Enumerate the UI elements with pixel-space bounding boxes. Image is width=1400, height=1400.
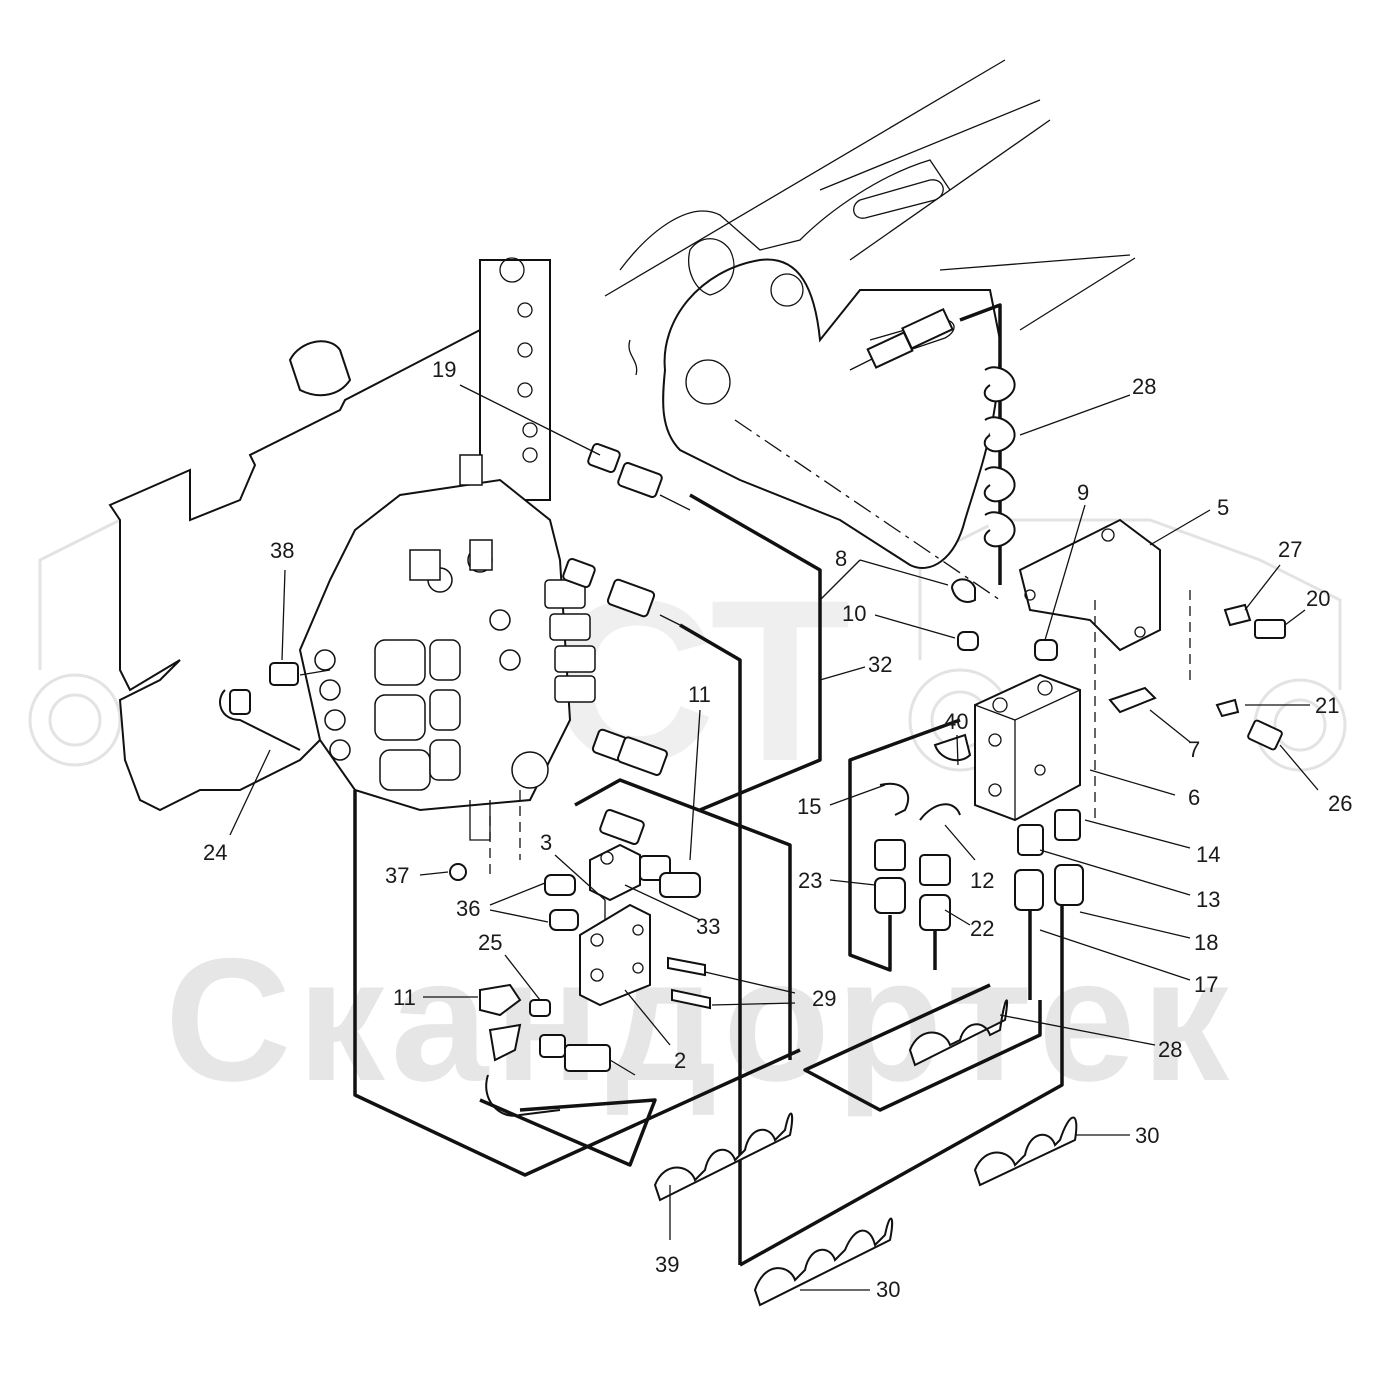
callout-25: 25 xyxy=(478,930,502,955)
callout-37: 37 xyxy=(385,863,409,888)
callout-36: 36 xyxy=(456,896,480,921)
callout-2: 2 xyxy=(674,1048,686,1073)
callout-15: 15 xyxy=(797,794,821,819)
callout-12: 12 xyxy=(970,868,994,893)
callout-24: 24 xyxy=(203,840,227,865)
callout-23: 23 xyxy=(798,868,822,893)
callout-17: 17 xyxy=(1194,972,1218,997)
callout-20: 20 xyxy=(1306,586,1330,611)
mounting-bracket xyxy=(108,257,551,812)
watermark: СТ Скандортек xyxy=(28,518,1347,1118)
callout-10: 10 xyxy=(842,601,866,626)
loader-boom xyxy=(604,59,1136,601)
callout-28: 28 xyxy=(1132,374,1156,399)
watermark-logo: СТ xyxy=(550,552,851,809)
control-valve-bank xyxy=(298,454,596,841)
callout-30: 30 xyxy=(1135,1123,1159,1148)
callout-30-lower: 30 xyxy=(876,1277,900,1302)
callout-27: 27 xyxy=(1278,537,1302,562)
callouts: 19 28 9 5 27 20 8 10 38 32 11 40 21 7 26… xyxy=(203,357,1352,1302)
callout-21: 21 xyxy=(1315,693,1339,718)
callout-39: 39 xyxy=(655,1252,679,1277)
callout-13: 13 xyxy=(1196,887,1220,912)
callout-38: 38 xyxy=(270,538,294,563)
watermark-text: Скандортек xyxy=(165,923,1235,1118)
callout-40: 40 xyxy=(944,709,968,734)
callout-11-lower: 11 xyxy=(393,985,416,1010)
callout-33: 33 xyxy=(696,914,720,939)
callout-22: 22 xyxy=(970,916,994,941)
callout-14: 14 xyxy=(1196,842,1220,867)
callout-8: 8 xyxy=(835,546,847,571)
callout-28-lower: 28 xyxy=(1158,1037,1182,1062)
callout-19: 19 xyxy=(432,357,456,382)
callout-26: 26 xyxy=(1328,791,1352,816)
callout-6: 6 xyxy=(1188,785,1200,810)
spiral-guards xyxy=(653,366,1078,1307)
callout-3: 3 xyxy=(540,830,552,855)
manifold-block-6 xyxy=(874,518,1286,931)
fittings-group xyxy=(219,443,701,898)
callout-29: 29 xyxy=(812,986,836,1011)
callout-32: 32 xyxy=(868,652,892,677)
callout-11: 11 xyxy=(688,682,711,707)
callout-5: 5 xyxy=(1217,495,1229,520)
leader-lines xyxy=(229,384,1319,1291)
callout-18: 18 xyxy=(1194,930,1218,955)
callout-9: 9 xyxy=(1077,480,1089,505)
callout-7: 7 xyxy=(1188,737,1200,762)
